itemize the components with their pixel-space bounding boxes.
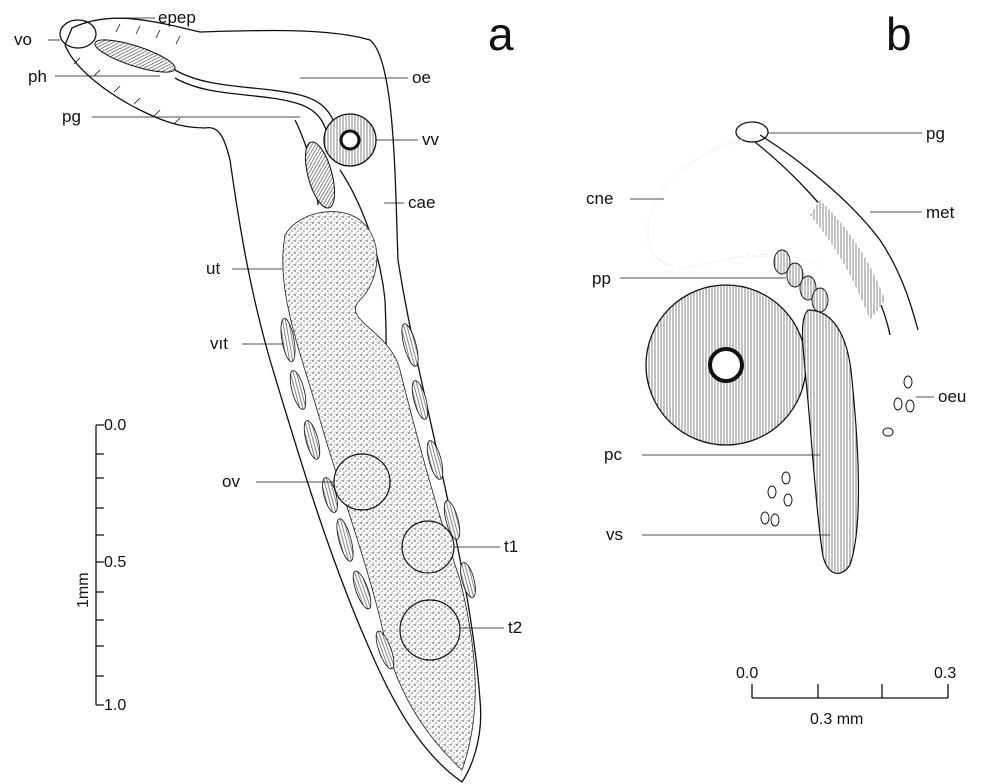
label-vs: vs (606, 525, 623, 544)
panel-b-drawing (620, 122, 934, 573)
ventral-sucker-b-aperture (710, 349, 742, 381)
panel-b-letter: b (886, 8, 912, 60)
label-epep: epep (158, 8, 196, 27)
scale-a-ticks (96, 425, 104, 705)
label-vv: vv (422, 130, 440, 149)
scale-b-tick-0: 0.0 (736, 665, 758, 682)
label-pp: pp (592, 269, 611, 288)
scale-b-ticks (752, 684, 948, 698)
label-ut: ut (206, 259, 220, 278)
ventral-sucker-aperture (341, 131, 359, 149)
label-met: met (926, 203, 955, 222)
ovary (334, 454, 390, 510)
genital-pore-lobe (736, 122, 768, 142)
seminal-vesicle (803, 310, 859, 573)
testis-1 (402, 521, 454, 573)
label-vit: vıt (210, 334, 228, 353)
testis-2 (400, 600, 460, 660)
pharynx (92, 34, 178, 79)
label-oeu: oeu (938, 387, 966, 406)
label-pg-a: pg (62, 107, 81, 126)
scale-b-tick-1: 0.3 (934, 665, 956, 682)
label-t1: t1 (504, 537, 518, 556)
eggs-right (883, 376, 914, 436)
scale-a-tick-1: 0.5 (104, 554, 126, 571)
spines-dorsal (116, 24, 180, 44)
label-pc: pc (604, 445, 622, 464)
scale-b-title: 0.3 mm (810, 711, 863, 728)
oesophagus-inner (175, 78, 326, 130)
scale-a-tick-2: 1.0 (104, 697, 126, 714)
label-vo: vo (14, 30, 32, 49)
scale-a-tick-0: 0.0 (104, 417, 126, 434)
scale-bar-b (752, 684, 948, 698)
label-ov: ov (222, 472, 240, 491)
label-t2: t2 (508, 618, 522, 637)
scale-bar-a (96, 425, 104, 705)
label-oe: oe (412, 68, 431, 87)
label-cae: cae (408, 193, 435, 212)
label-pg-b: pg (926, 124, 945, 143)
scale-a-title: 1mm (75, 572, 92, 608)
label-ph: ph (28, 67, 47, 86)
eggs-left (761, 472, 792, 526)
label-cne: cne (586, 189, 613, 208)
oral-sucker (60, 20, 96, 48)
panel-a-letter: a (488, 8, 514, 60)
